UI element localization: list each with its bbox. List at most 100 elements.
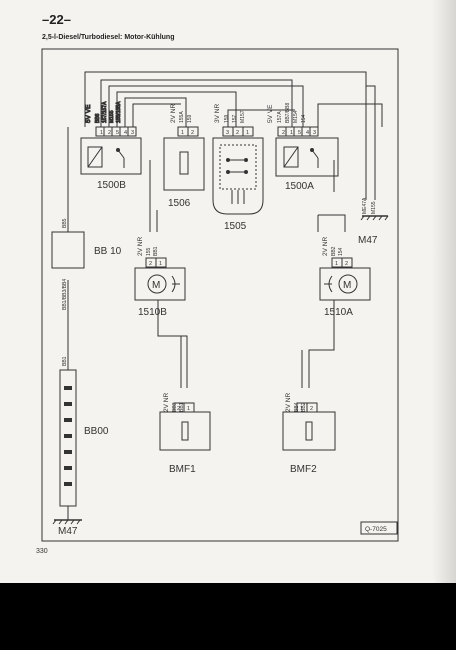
wire-harness <box>67 71 383 388</box>
relay-1500b-label: 1500B <box>97 180 126 191</box>
relay-1500a-label: 1500A <box>285 181 314 192</box>
footer-page-number: 330 <box>36 548 48 555</box>
fuse-icon <box>181 421 189 441</box>
connector-bb10: BB5 BB 10 BB1/BB3/BB4 <box>51 218 122 310</box>
wire-label: 154 <box>301 114 307 123</box>
pin-label: 2 <box>108 130 111 136</box>
pin-label: 1 <box>290 130 293 136</box>
pin-label: 5 <box>298 130 301 136</box>
fan-blade-icon <box>171 275 180 293</box>
wire-label: BB1 <box>179 402 185 412</box>
fuse-box-bmf1-label: BMF1 <box>169 464 196 475</box>
wire-label: BB7/BB8 <box>285 102 291 123</box>
pin-label: 2 <box>236 130 239 136</box>
pin-label: 1 <box>181 130 184 136</box>
relay-coil-icon <box>87 146 103 168</box>
wire-label: BB1 <box>62 356 68 366</box>
sensor-1506-label: 1506 <box>168 198 191 209</box>
relay-coil-icon <box>283 146 299 168</box>
wire-label: 157A <box>277 111 283 123</box>
relay-1500a: 5V VE 157A BB7/BB8 M154 154 2 1 5 4 3 15… <box>267 102 339 192</box>
motor-letter: M <box>152 280 160 291</box>
pin-label: 1 <box>187 406 190 412</box>
pin-label: 5 <box>116 130 119 136</box>
wire-label: 157/157A <box>102 101 108 123</box>
fuse-icon <box>305 421 313 441</box>
pin-label: 3 <box>131 130 134 136</box>
wire-label: M155 <box>109 110 115 123</box>
wire-label: BB2 <box>301 402 307 412</box>
pin-label: 3 <box>313 130 316 136</box>
reference-code: Q-7025 <box>360 521 398 535</box>
wire-label: 159 <box>187 114 193 123</box>
ground-m47-top: ME47A M155 M47 <box>358 197 389 246</box>
page-number: –22– <box>42 12 71 27</box>
pin-label: 2 <box>345 261 348 267</box>
fan-1510a-side: 2V NR <box>322 237 329 256</box>
pin-label: 2 <box>149 261 152 267</box>
switch-1505: 3V NR 159 157 M157 3 2 1 1505 <box>212 104 264 232</box>
page-heading: 2,5-l-Diesel/Turbodiesel: Motor-Kühlung <box>42 34 175 41</box>
wire-label: 155 <box>146 247 152 256</box>
battery-cells-icon <box>64 386 72 486</box>
wire-label: 154 <box>338 247 344 256</box>
pin-label: 1 <box>335 261 338 267</box>
pin-label: 1 <box>100 130 103 136</box>
relay-1500a-side: 5V VE <box>267 104 274 123</box>
sensor-1506-side: 2V NR <box>170 104 177 123</box>
pin-label: 4 <box>124 130 127 136</box>
motor-letter: M <box>343 280 351 291</box>
wire-label: 155/155A <box>116 101 122 123</box>
relay-contact-icon <box>117 149 125 168</box>
wire-label: M155 <box>371 201 377 214</box>
pin-label: 1 <box>300 406 303 412</box>
pin-label: 2 <box>191 130 194 136</box>
reference-code-text: Q-7025 <box>365 526 387 533</box>
fan-1510a: 2V NR BB2 154 1 2 M 1510A <box>319 237 371 318</box>
battery-bb00-label: BB00 <box>84 426 109 437</box>
wire-label: BB1/BB3/BB4 <box>62 279 68 310</box>
fuse-box-bmf2-side: 2V NR <box>285 393 292 412</box>
fuse-box-bmf2: 2V NR BB4 BB2 1 2 BMF2 <box>282 393 336 475</box>
sensor-1506: 2V NR 155A 159 1 2 1506 <box>163 104 205 209</box>
pin-label: 2 <box>282 130 285 136</box>
pin-label: 3 <box>226 130 229 136</box>
fan-1510a-label: 1510A <box>324 307 353 318</box>
fuse-box-bmf1-side: 2V NR <box>163 393 170 412</box>
fan-1510b-side: 2V NR <box>137 237 144 256</box>
pin-label: 2 <box>310 406 313 412</box>
diagram-frame <box>41 48 399 542</box>
fan-1510b-label: 1510B <box>138 307 167 318</box>
page-shadow <box>432 0 456 583</box>
ground-m47-bottom-label: M47 <box>58 526 78 537</box>
wire-label: BB1 <box>153 246 159 256</box>
fan-blade-icon <box>324 275 333 293</box>
relay-1500b-side: 5V VE <box>85 104 92 123</box>
thermal-switch-icon <box>228 159 246 173</box>
wire-label: ME47A <box>362 197 368 214</box>
wire-label: 155A <box>179 111 185 123</box>
relay-contact-icon <box>311 149 319 168</box>
wire-label: 159 <box>224 114 230 123</box>
wire-label: M154 <box>293 110 299 123</box>
fuse-box-bmf2-label: BMF2 <box>290 464 317 475</box>
wire-label: M157 <box>240 110 246 123</box>
wire-label: BB5 <box>62 218 68 228</box>
ground-m47-top-label: M47 <box>358 235 378 246</box>
pin-label: 1 <box>159 261 162 267</box>
wiring-diagram: 5V VE BB6 157/157A M155 155/155A 1 2 5 4… <box>41 48 399 542</box>
battery-bb00: BB1 BB00 M47 <box>52 356 109 537</box>
relay-1500b: 5V VE BB6 157/157A M155 155/155A 1 2 5 4… <box>80 100 142 191</box>
pin-label: 2 <box>177 406 180 412</box>
temperature-icon <box>231 190 245 204</box>
switch-1505-label: 1505 <box>224 221 247 232</box>
resistor-icon <box>179 151 189 175</box>
fan-motor-icon <box>147 274 167 294</box>
wire-label: BB3 <box>172 402 178 412</box>
fan-1510b: 2V NR 155 BB1 2 1 M 1510B <box>134 237 186 318</box>
fan-motor-icon <box>338 274 358 294</box>
wire-label: BB2 <box>331 246 337 256</box>
pin-label: 1 <box>246 130 249 136</box>
pin-label: 4 <box>306 130 309 136</box>
wire-label: 157 <box>232 114 238 123</box>
